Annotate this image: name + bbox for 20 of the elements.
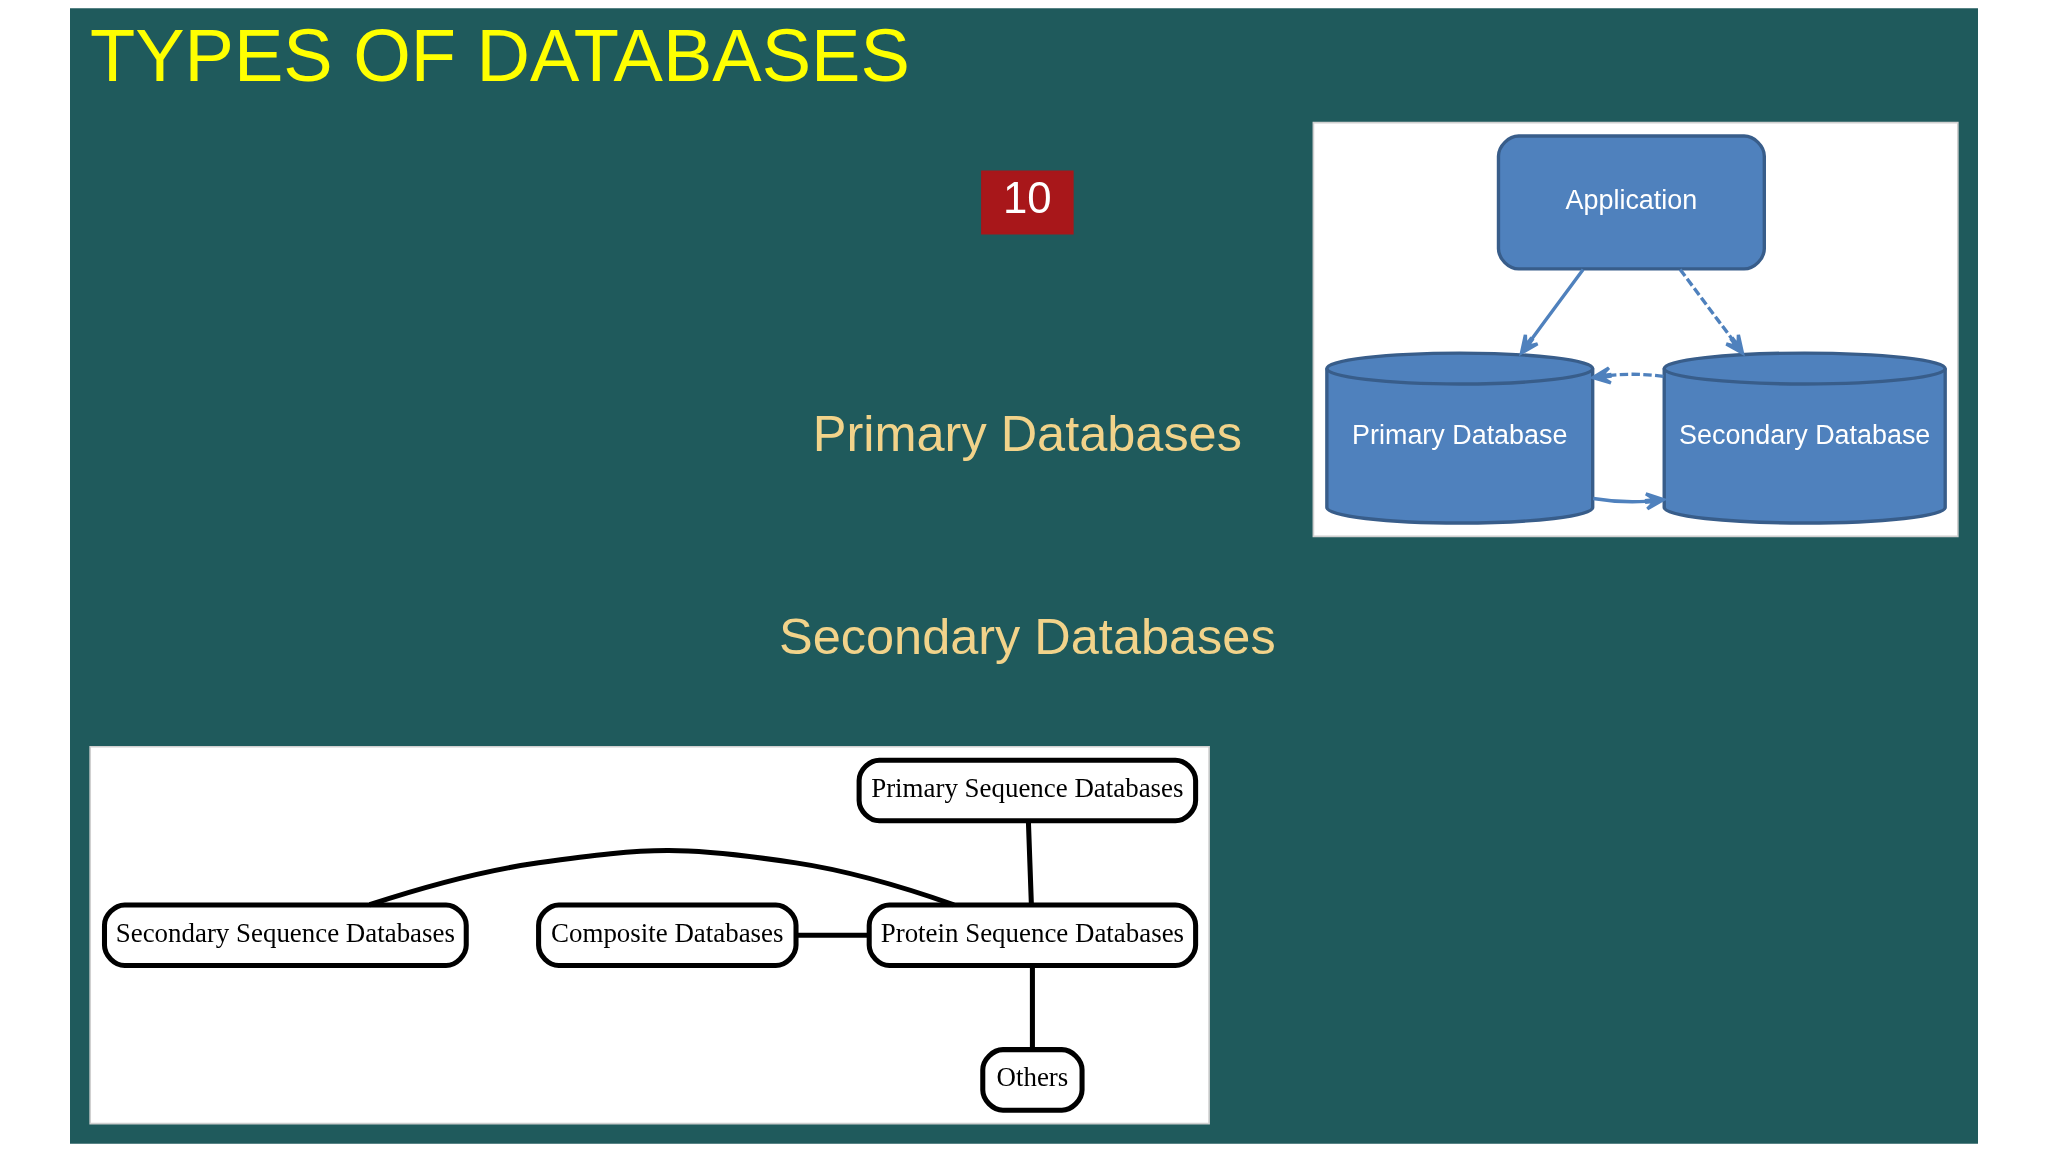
- node-box: Others: [980, 1047, 1085, 1113]
- arrow: [1592, 492, 1666, 511]
- label: Primary Databases: [812, 404, 1242, 462]
- label: Secondary Databases: [779, 608, 1276, 666]
- node-box: Secondary Sequence Databases: [101, 902, 469, 969]
- connector: [796, 932, 869, 938]
- node-box: Protein Sequence Databases: [866, 902, 1199, 969]
- node-box: Primary Sequence Databases: [856, 757, 1199, 824]
- arrow: [1519, 268, 1585, 355]
- connector: [1029, 966, 1035, 1050]
- cluster: [89, 745, 1210, 1125]
- node-box: Composite Databases: [536, 902, 799, 969]
- arrow: [1678, 268, 1745, 355]
- node-box: Application: [1496, 134, 1766, 271]
- arrow: [1591, 366, 1664, 385]
- diagram-title: TYPES OF DATABASES: [89, 13, 910, 97]
- label: 10: [1003, 173, 1052, 223]
- connector: [1025, 821, 1034, 905]
- cluster: [1312, 121, 1959, 538]
- connector: [368, 848, 955, 908]
